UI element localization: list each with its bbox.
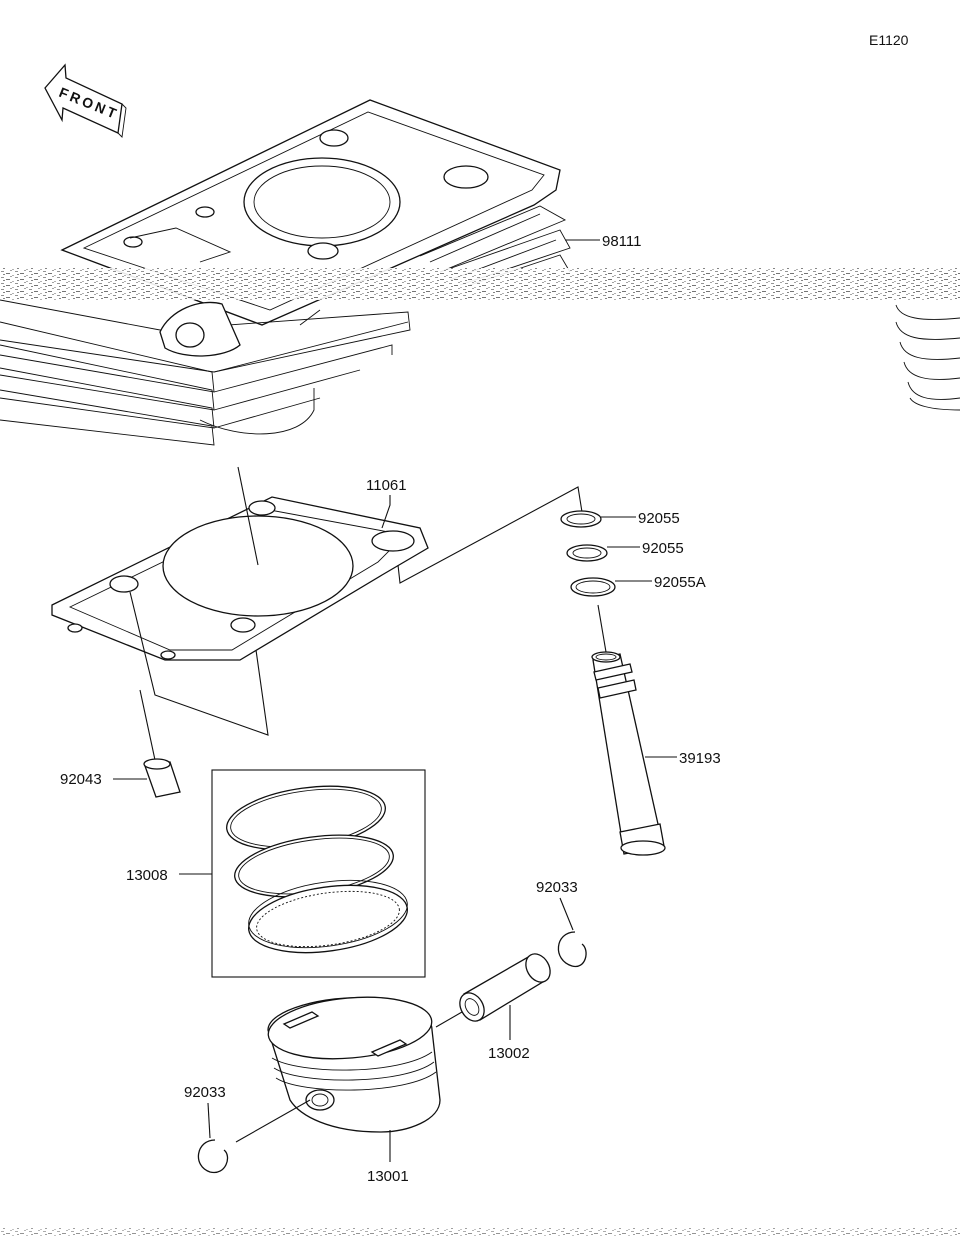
label-92055a: 92055A bbox=[654, 574, 706, 591]
label-13008: 13008 bbox=[126, 867, 168, 884]
scan-noise-bottom bbox=[0, 1228, 960, 1236]
label-92055-top: 92055 bbox=[638, 510, 680, 527]
label-11061: 11061 bbox=[366, 477, 407, 494]
piston-pin bbox=[459, 953, 551, 1022]
label-13002: 13002 bbox=[488, 1045, 530, 1062]
circlip-right bbox=[557, 931, 587, 968]
piston-ring-set bbox=[226, 785, 408, 954]
scan-noise-band bbox=[0, 268, 960, 300]
front-arrow-icon: FRONT bbox=[44, 63, 127, 138]
oil-pipe bbox=[591, 651, 666, 856]
label-98111: 98111 bbox=[602, 233, 642, 250]
cylinder-fins-right bbox=[895, 304, 960, 411]
o-ring-92055-middle bbox=[566, 544, 608, 562]
piston bbox=[267, 996, 441, 1133]
dowel-pin bbox=[143, 758, 181, 798]
label-92043: 92043 bbox=[60, 771, 102, 788]
label-92033-left: 92033 bbox=[184, 1084, 226, 1101]
label-92055-middle: 92055 bbox=[642, 540, 684, 557]
circlip-left bbox=[197, 1139, 229, 1174]
label-13001: 13001 bbox=[367, 1168, 409, 1185]
o-ring-92055-top bbox=[560, 510, 602, 528]
diagram-code: E1120 bbox=[869, 32, 909, 48]
label-39193: 39193 bbox=[679, 750, 721, 767]
o-ring-92055a bbox=[570, 577, 616, 597]
cylinder-body bbox=[0, 299, 411, 446]
label-92033-right: 92033 bbox=[536, 879, 578, 896]
cylinder-gasket bbox=[51, 496, 429, 661]
